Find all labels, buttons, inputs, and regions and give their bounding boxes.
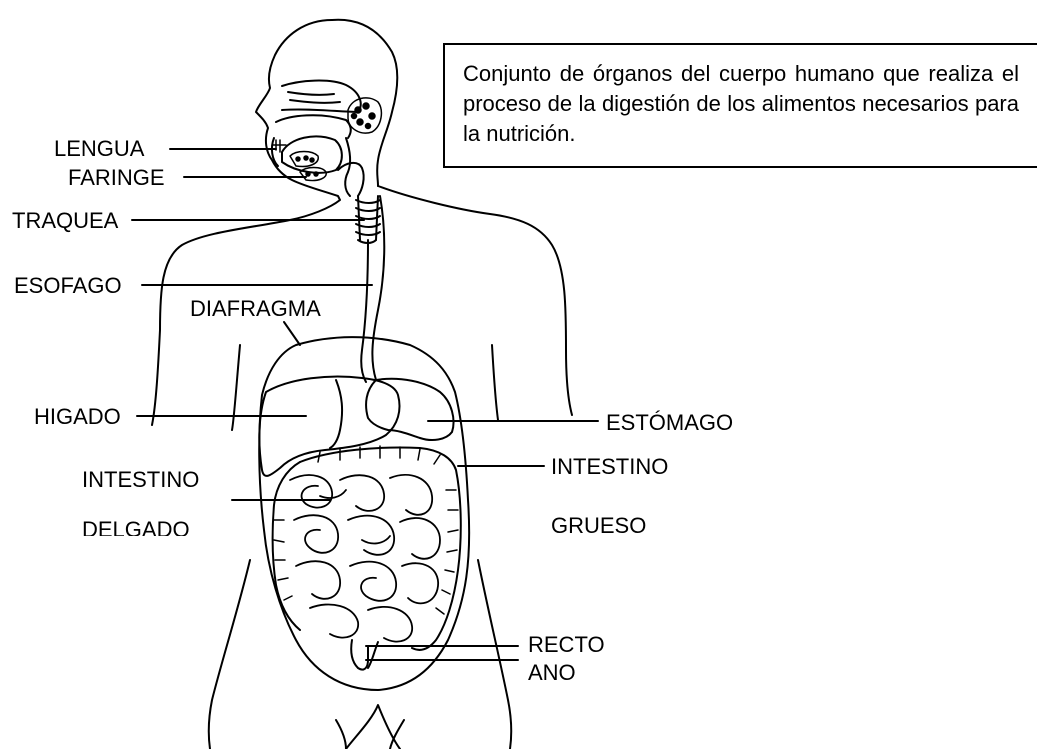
leader-diafragma xyxy=(283,321,301,346)
crotch xyxy=(345,704,401,749)
right-torso xyxy=(491,344,499,421)
large-intestine xyxy=(299,446,462,651)
label-ano: ANO xyxy=(528,660,576,685)
small-intestine xyxy=(289,474,441,643)
label-higado: HIGADO xyxy=(34,404,121,429)
epiglottis xyxy=(337,162,365,197)
right-shoulder xyxy=(377,185,573,416)
pharynx xyxy=(344,137,352,197)
label-intestino-delgado-line2-clip: DELGADO xyxy=(82,519,222,536)
left-leg-inner xyxy=(335,719,347,749)
label-intestino-delgado-line1: INTESTINO xyxy=(82,467,200,492)
stomach xyxy=(365,377,455,441)
submandibular-gland xyxy=(299,166,327,182)
trachea xyxy=(355,195,381,244)
label-intestino-grueso-line1: INTESTINO xyxy=(551,454,669,479)
liver xyxy=(258,375,401,477)
left-hip xyxy=(207,559,251,749)
label-recto: RECTO xyxy=(528,632,605,657)
label-traquea: TRAQUEA xyxy=(12,208,119,233)
definition-box: Conjunto de órganos del cuerpo humano qu… xyxy=(443,43,1037,168)
neck-back xyxy=(331,18,399,187)
label-esofago: ESOFAGO xyxy=(14,273,122,298)
salivary-gland xyxy=(347,97,383,134)
right-leg-inner xyxy=(389,719,405,749)
rectum xyxy=(350,639,369,671)
abdomen-outline xyxy=(258,336,471,691)
body-outline xyxy=(151,19,341,426)
right-hip xyxy=(477,559,513,749)
label-intestino-delgado-line2: DELGADO xyxy=(82,519,190,536)
label-lengua: LENGUA xyxy=(54,136,145,161)
label-diafragma: DIAFRAGMA xyxy=(190,296,321,321)
label-estomago: ESTÓMAGO xyxy=(606,410,734,435)
leader-lines xyxy=(131,148,599,661)
palate xyxy=(275,114,352,139)
left-torso xyxy=(231,344,241,431)
colon-haustra xyxy=(273,445,459,615)
sublingual-gland xyxy=(289,150,319,168)
definition-text: Conjunto de órganos del cuerpo humano qu… xyxy=(463,61,1019,146)
label-intestino-grueso-line2: GRUESO xyxy=(551,513,647,538)
label-faringe: FARINGE xyxy=(68,165,165,190)
esophagus xyxy=(371,195,386,381)
